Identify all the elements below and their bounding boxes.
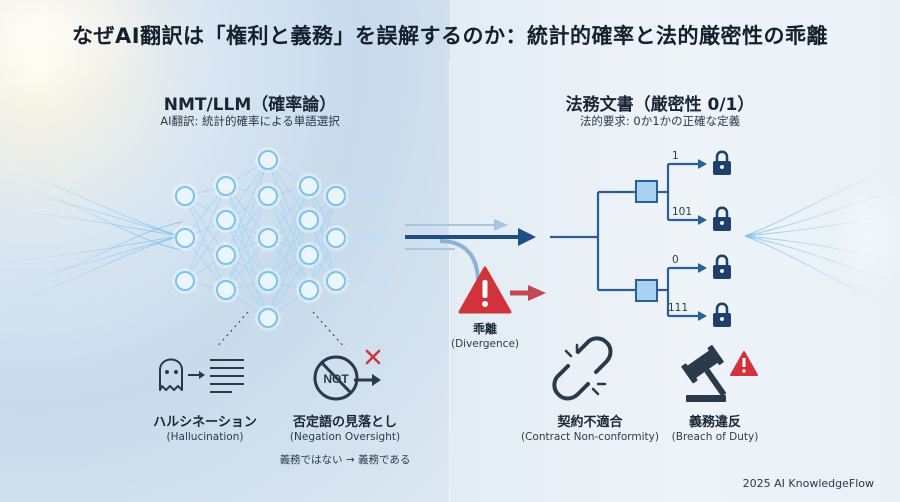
network-node [216, 176, 236, 196]
decision-tree [550, 162, 700, 318]
network-edge [225, 159, 269, 291]
right-heading: 法務文書（厳密性 0/1） [565, 95, 755, 115]
branch-label-101: 101 [672, 206, 693, 218]
network-edge [225, 159, 269, 256]
network-node [299, 245, 319, 265]
lock-icons [713, 150, 731, 327]
network-edge [184, 195, 227, 291]
network-node [299, 176, 319, 196]
network-edge [267, 219, 310, 319]
network-edge [308, 195, 337, 291]
divergence-flow-arrows [405, 219, 546, 301]
branch-label-111: 111 [668, 302, 689, 314]
contract-label: 契約不適合 [557, 415, 623, 430]
network-node [258, 150, 278, 170]
left-subheading: AI翻訳: 統計的確率による単語選択 [160, 114, 340, 128]
panel-divider [449, 60, 450, 502]
network-output-arrows [345, 190, 393, 287]
network-node [299, 210, 319, 230]
network-edge [225, 185, 269, 319]
network-node [326, 186, 346, 206]
divergence-english: (Divergence) [450, 338, 519, 350]
negation-label: 否定語の見落とし [292, 415, 397, 430]
dotted-connectors [215, 311, 346, 349]
left-heading: NMT/LLM（確率論） [163, 95, 337, 115]
divergence-warning-icon [458, 266, 512, 314]
network-node [175, 271, 195, 291]
network-edge [225, 219, 269, 319]
network-edge [267, 159, 310, 221]
network-node [216, 210, 236, 230]
left-light-streams [0, 169, 183, 303]
network-edge [184, 185, 227, 282]
breach-english: (Breach of Duty) [671, 431, 759, 443]
network-edge [225, 254, 269, 319]
right-panel [450, 0, 900, 502]
lock-icon [713, 206, 731, 231]
network-edge [308, 195, 337, 256]
network-edge [267, 185, 310, 239]
broken-link-icon [552, 336, 613, 401]
hallucination-icon [159, 358, 244, 393]
lock-icon [713, 150, 731, 175]
network-node [258, 186, 278, 206]
divergence-label: 乖離 [472, 322, 497, 336]
hallucination-label: ハルシネーション [153, 415, 257, 430]
network-edge [267, 195, 310, 291]
network-edge [308, 185, 337, 282]
network-node [175, 186, 195, 206]
network-edge [184, 237, 227, 291]
network-edge [308, 219, 337, 282]
tree-node-squares [635, 180, 658, 302]
page-title: なぜAI翻訳は「権利と義務」を誤解するのか：統計的確率と法的厳密性の乖離 [71, 24, 829, 48]
network-node [258, 308, 278, 328]
network-edge [225, 219, 269, 282]
network-node [216, 245, 236, 265]
network-node [258, 228, 278, 248]
negation-oversight-icon: NOT [313, 349, 381, 401]
branch-label-0: 0 [672, 254, 679, 266]
network-node [299, 280, 319, 300]
breach-label: 義務違反 [688, 415, 741, 430]
network-node [216, 280, 236, 300]
network-edge [267, 195, 310, 256]
footer-credit: 2025 AI KnowledgeFlow [742, 477, 874, 490]
branch-label-1: 1 [672, 150, 679, 162]
negation-english: (Negation Oversight) [289, 431, 401, 443]
right-subheading: 法的要求: 0か1かの正確な定義 [579, 114, 741, 128]
network-edge [184, 185, 227, 239]
tree-arrowheads [698, 159, 707, 321]
hallucination-english: (Hallucination) [166, 431, 244, 443]
network-edge [267, 237, 310, 291]
network-node [175, 228, 195, 248]
negation-example: 義務ではない → 義務である [279, 454, 411, 466]
neural-network-nodes [172, 147, 349, 331]
network-edge [267, 254, 310, 319]
network-edge [225, 185, 269, 282]
lock-icon [713, 302, 731, 327]
network-edge [225, 195, 269, 291]
network-edge [225, 185, 269, 239]
network-edge [184, 195, 227, 256]
lock-icon [713, 254, 731, 279]
network-edge [225, 159, 269, 221]
network-edge [267, 185, 310, 319]
network-edge [184, 219, 227, 282]
gavel-icon [681, 345, 758, 402]
network-edge [225, 237, 269, 291]
contract-english: (Contract Non-conformity) [520, 431, 659, 443]
network-node [258, 271, 278, 291]
network-edge [267, 185, 310, 282]
not-badge-text: NOT [323, 372, 349, 386]
network-node [326, 228, 346, 248]
network-node [326, 271, 346, 291]
